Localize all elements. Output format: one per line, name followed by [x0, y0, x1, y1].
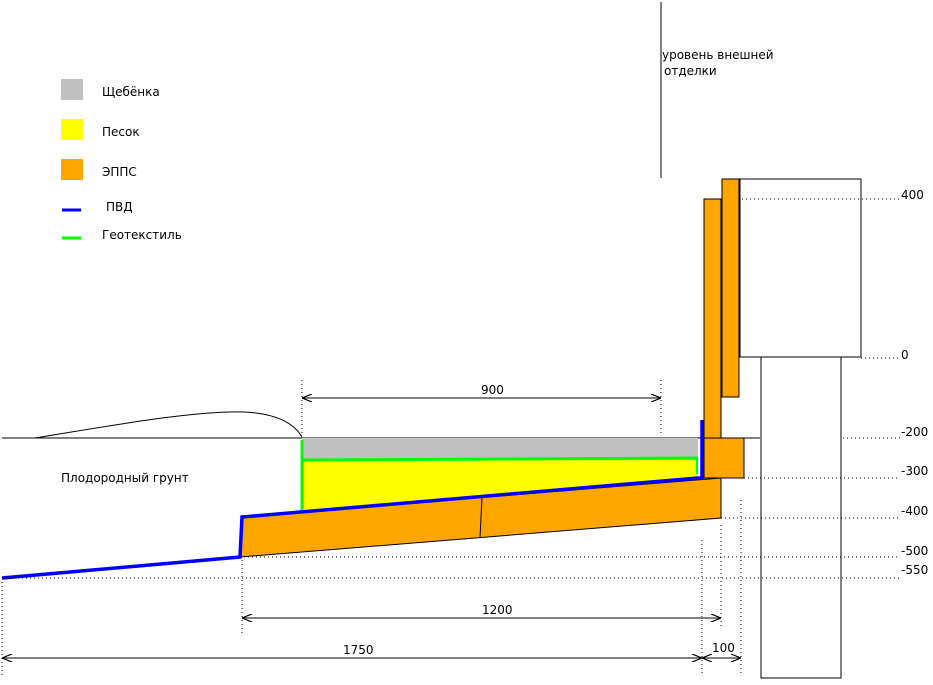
dimension-label-1200: 1200 — [482, 603, 513, 617]
level-label-400: 400 — [901, 188, 924, 202]
finish-level-label-line1: уровень внешней — [662, 48, 774, 62]
legend-label-xps: ЭППС — [102, 165, 137, 179]
sand-layer — [302, 456, 698, 510]
level-lines — [2, 198, 900, 579]
legend-swatch-gravel — [61, 79, 83, 100]
legend-label-gravel: Щебёнка — [102, 85, 160, 99]
xps-plinth-block — [703, 437, 745, 479]
level-label-0: 0 — [901, 348, 909, 362]
soil-label: Плодородный грунт — [61, 471, 189, 485]
legend-label-geotextile: Геотекстиль — [102, 228, 182, 242]
level-label-minus300: -300 — [901, 464, 928, 478]
legend-swatch-xps — [61, 159, 83, 180]
legend-label-sand: Песок — [102, 125, 140, 139]
geotextile-top — [301, 456, 699, 462]
xps-joint — [479, 496, 483, 539]
soil-mound — [34, 411, 303, 439]
dimension-label-900: 900 — [481, 383, 504, 397]
legend-swatch-sand — [61, 119, 83, 140]
level-label-minus550: -550 — [901, 563, 928, 577]
legend: Щебёнка Песок ЭППС ПВД Геотекстиль — [61, 79, 182, 242]
film-membrane — [1, 420, 704, 580]
dimension-label-100: 100 — [712, 641, 735, 655]
level-labels: 400 0 -200 -300 -400 -500 -550 — [901, 188, 928, 577]
gravel-layer — [302, 438, 698, 460]
dimension-label-1750: 1750 — [343, 643, 374, 657]
xps-wall-inner — [721, 178, 740, 398]
xps-wall-outer — [703, 198, 722, 440]
level-label-minus500: -500 — [901, 544, 928, 558]
level-label-minus200: -200 — [901, 425, 928, 439]
finish-level-label-line2: отделки — [664, 64, 717, 78]
wall-upper — [739, 178, 862, 358]
level-label-minus400: -400 — [901, 504, 928, 518]
legend-label-film: ПВД — [106, 200, 133, 214]
